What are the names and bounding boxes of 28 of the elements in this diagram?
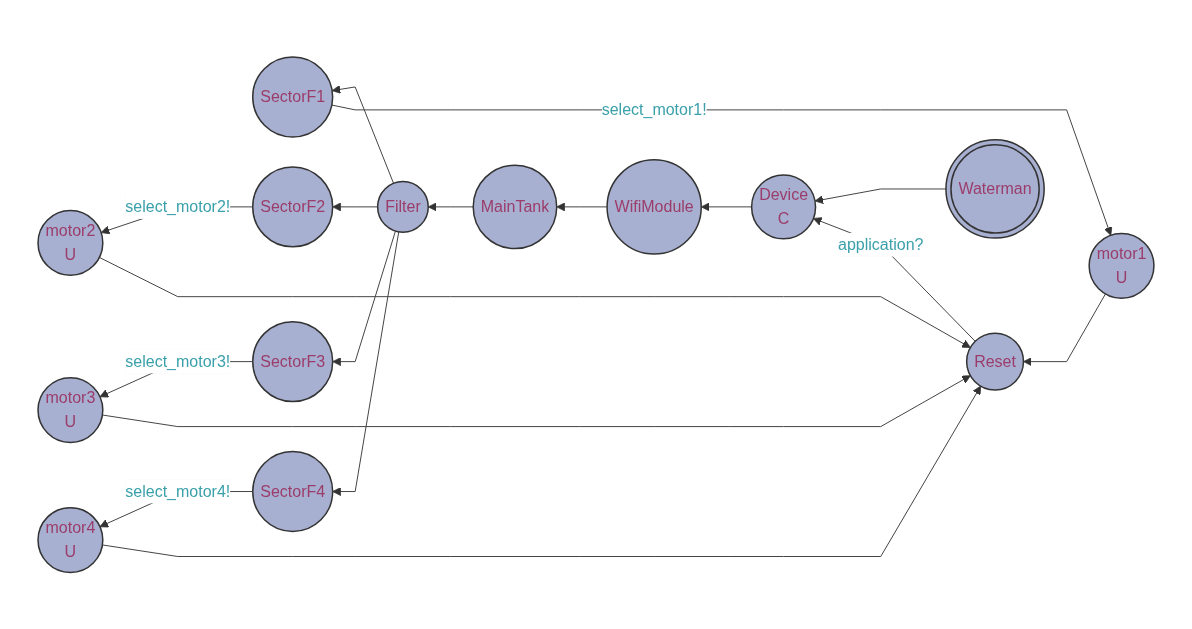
node-circle: motor4 U: [37, 506, 104, 573]
node-circle: SectorF3: [252, 320, 334, 403]
node-circle: Filter: [376, 180, 429, 233]
edge-label: select_motor1!: [601, 100, 707, 118]
arrow: [556, 202, 608, 212]
arrow: [813, 217, 976, 342]
node-circle: motor2 U: [37, 209, 104, 276]
node-circle: SectorF2: [252, 165, 334, 248]
node-circle: SectorF1: [252, 56, 334, 138]
arrow: [332, 231, 400, 496]
node-circle: motor1 U: [1088, 232, 1155, 299]
edge-label: select_motor4!: [125, 482, 231, 500]
node-circle: Device C: [750, 173, 817, 240]
node-circle: Waterman: [945, 138, 1045, 239]
node-circle: motor3 U: [37, 376, 104, 444]
edge-label: application?: [838, 235, 924, 253]
arrow: [1023, 293, 1106, 366]
edge-label: select_motor3!: [125, 352, 231, 370]
arrow: [98, 256, 971, 348]
edge-label: select_motor2!: [125, 197, 231, 215]
node-circle: WifiModule: [606, 158, 702, 255]
arrow: [331, 104, 1113, 236]
node-circle: Reset: [965, 332, 1025, 391]
arrow: [331, 84, 395, 184]
arrow: [332, 230, 396, 366]
arrow: [814, 188, 947, 204]
node-circle: MainTank: [472, 164, 558, 250]
node-circle: SectorF4: [252, 450, 334, 533]
